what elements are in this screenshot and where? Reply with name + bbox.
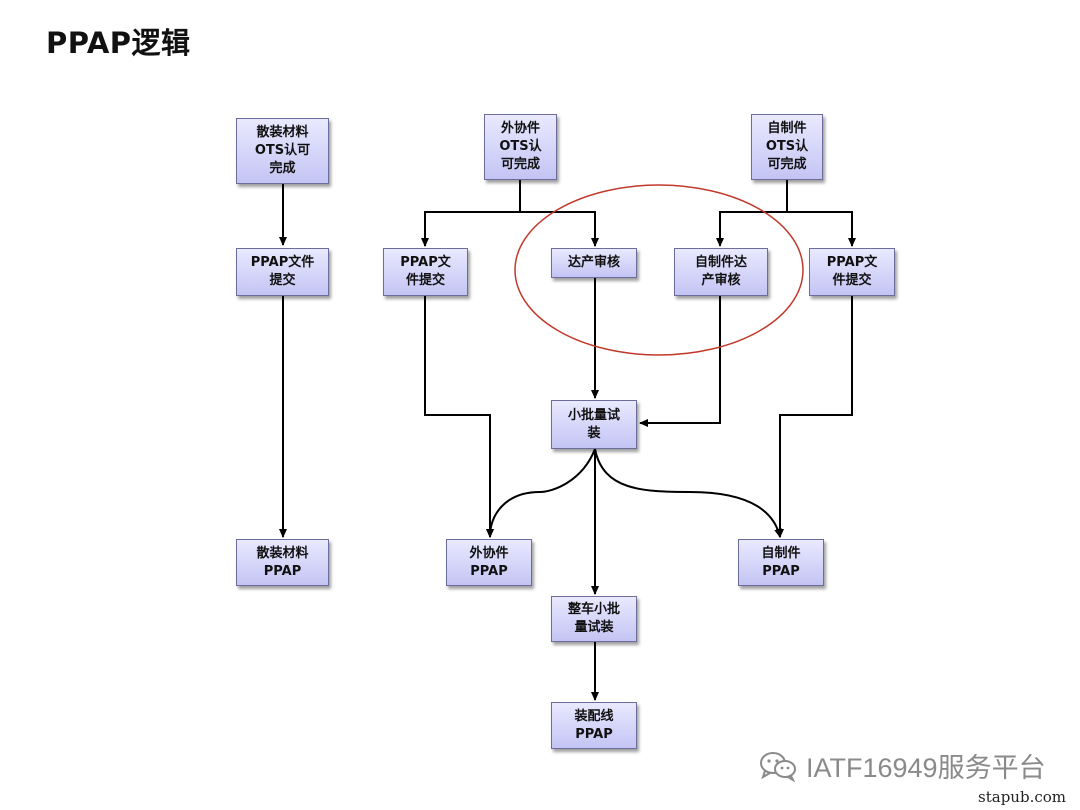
source-label: stapub.com [978, 788, 1066, 806]
node-inhouse-ots: 自制件 OTS认 可完成 [751, 114, 823, 180]
line-purchased-submit-down [424, 296, 494, 538]
node-purchased-ppap: 外协件 PPAP [446, 539, 532, 586]
node-purchased-ppap-submit: PPAP文 件提交 [383, 248, 468, 296]
arrow-purchased-to-run-at-rate [520, 211, 599, 247]
node-bulk-ppap-submit: PPAP文件 提交 [236, 248, 329, 296]
watermark-text: IATF16949服务平台 [806, 753, 1046, 783]
node-assembly-ppap: 装配线 PPAP [551, 702, 637, 749]
node-small-batch-build: 小批量试 装 [551, 400, 637, 449]
wechat-icon [760, 751, 796, 782]
node-bulk-ots: 散装材料 OTS认可 完成 [236, 118, 329, 184]
watermark: IATF16949服务平台 [758, 746, 1046, 785]
page-title: PPAP逻辑 [46, 26, 191, 60]
line-inhouse-submit-down [776, 296, 853, 538]
node-vehicle-small-batch: 整车小批 量试装 [551, 596, 637, 642]
node-inhouse-run-at-rate: 自制件达 产审核 [674, 248, 768, 296]
highlight-ellipse [514, 184, 804, 356]
node-purchased-ots: 外协件 OTS认 可完成 [484, 114, 557, 180]
arrow-inhouse-run-at-rate-to-small-batch [639, 296, 721, 427]
arrow-inhouse-to-ppap-submit [787, 211, 856, 247]
arrow-inhouse-to-run-at-rate [716, 211, 787, 247]
arrow-purchased-to-ppap-submit [421, 211, 520, 247]
node-inhouse-ppap: 自制件 PPAP [738, 539, 824, 586]
curve-small-batch-to-purchased-ppap [486, 448, 596, 538]
node-inhouse-ppap-submit: PPAP文 件提交 [809, 248, 895, 296]
node-run-at-rate: 达产审核 [551, 248, 637, 278]
curve-small-batch-to-inhouse-ppap [594, 448, 783, 538]
node-bulk-ppap: 散装材料 PPAP [236, 539, 329, 586]
